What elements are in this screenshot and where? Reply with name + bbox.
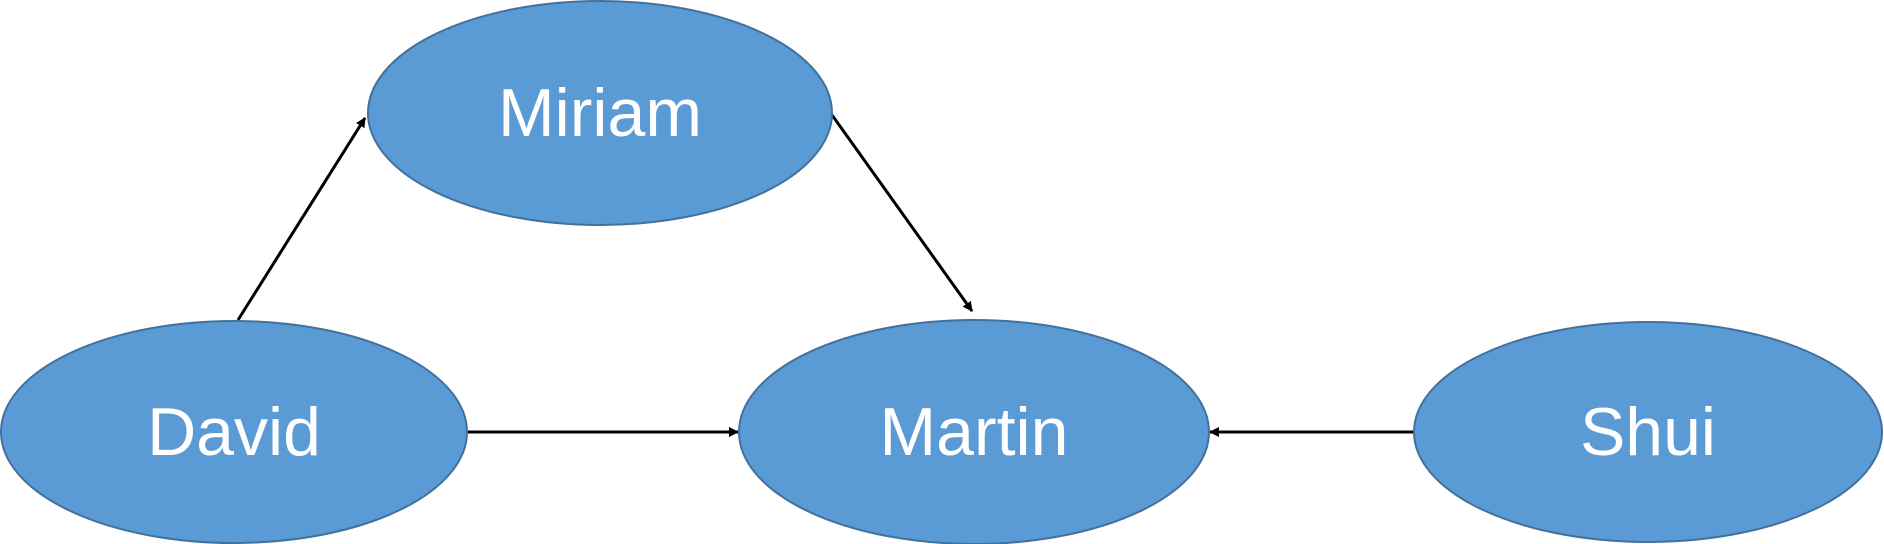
- node-david-shape: [0, 320, 468, 544]
- node-miriam[interactable]: Miriam: [367, 0, 833, 226]
- node-martin[interactable]: Martin: [738, 319, 1210, 544]
- node-martin-shape: [738, 319, 1210, 544]
- node-shui-label: Shui: [1580, 394, 1716, 470]
- edge-david-miriam: [236, 117, 367, 321]
- node-shui[interactable]: Shui: [1413, 321, 1883, 543]
- node-martin-label: Martin: [880, 394, 1069, 470]
- node-shui-shape: [1413, 321, 1883, 543]
- node-david[interactable]: David: [0, 320, 468, 544]
- node-david-label: David: [147, 394, 321, 470]
- node-miriam-shape: [367, 0, 833, 226]
- edge-miriam-martin: [830, 114, 974, 312]
- node-miriam-label: Miriam: [498, 75, 702, 151]
